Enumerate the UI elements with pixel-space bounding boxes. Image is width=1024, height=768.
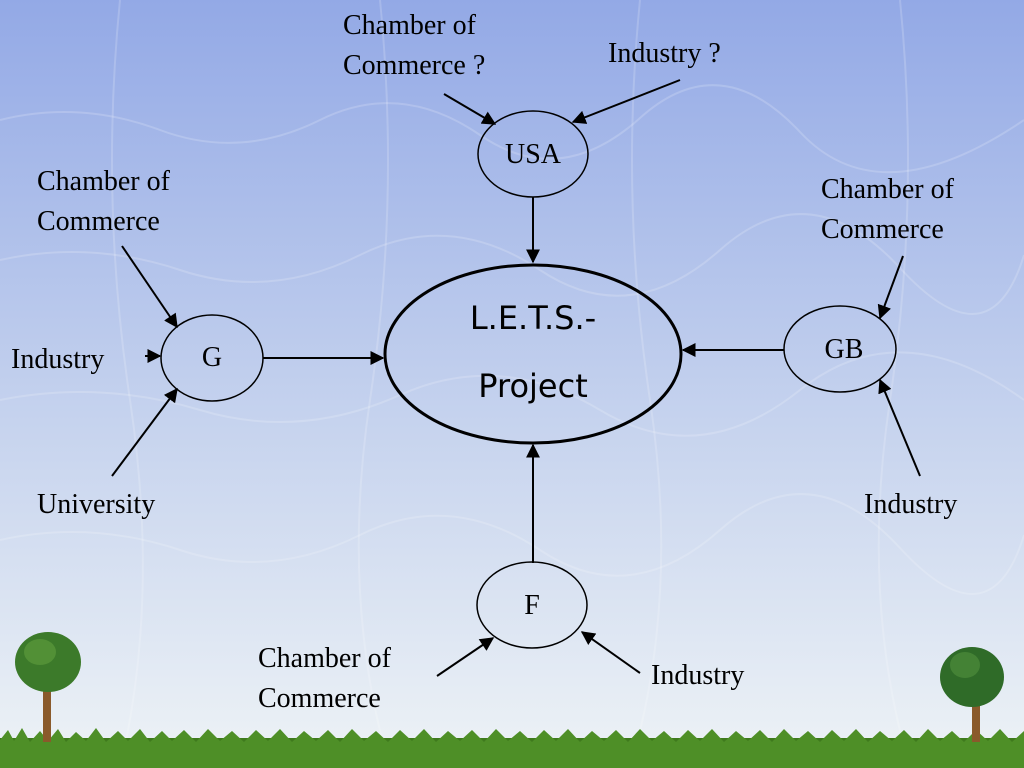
- grass-strip: [0, 728, 1024, 768]
- arrow-f-industry: [580, 631, 641, 674]
- arrow-g-university: [111, 387, 178, 477]
- arrow-usa-industry: [571, 79, 681, 124]
- usa-chamber-label: Chamber of Commerce ?: [343, 6, 485, 86]
- arrow-usa-chamber: [443, 93, 497, 125]
- f-chamber-line1: Chamber of: [258, 643, 391, 674]
- tree-right: [940, 647, 1004, 742]
- node-f-label: F: [524, 590, 540, 621]
- gb-chamber-line1: Chamber of: [821, 174, 954, 205]
- node-g-label: G: [201, 342, 223, 373]
- center-node-label: L.E.T.S.- Project: [433, 284, 633, 420]
- f-industry-label: Industry: [651, 660, 745, 691]
- f-chamber-line2: Commerce: [258, 683, 381, 714]
- arrow-gb-chamber: [877, 255, 904, 320]
- g-chamber-line1: Chamber of: [37, 166, 170, 197]
- g-chamber-label: Chamber of Commerce: [37, 162, 170, 242]
- g-industry-label: Industry: [11, 344, 105, 375]
- center-node-line2: Project: [478, 367, 588, 405]
- gb-chamber-label: Chamber of Commerce: [821, 170, 954, 250]
- g-university-label: University: [37, 489, 156, 520]
- center-node-line1: L.E.T.S.-: [469, 299, 597, 337]
- arrow-f-chamber: [436, 637, 495, 677]
- usa-chamber-line2: Commerce ?: [343, 50, 486, 81]
- usa-industry-label: Industry ?: [608, 38, 721, 69]
- node-usa-label: USA: [504, 139, 561, 170]
- g-chamber-line2: Commerce: [37, 206, 160, 237]
- f-chamber-label: Chamber of Commerce: [258, 639, 391, 719]
- tree-left: [15, 632, 81, 742]
- arrow-g-chamber: [121, 245, 178, 329]
- gb-industry-label: Industry: [864, 489, 958, 520]
- gb-chamber-line2: Commerce: [821, 214, 944, 245]
- center-node-lets-project: [383, 263, 683, 445]
- node-gb-label: GB: [824, 334, 864, 365]
- usa-chamber-line1: Chamber of: [343, 10, 476, 41]
- arrow-gb-industry: [878, 378, 921, 477]
